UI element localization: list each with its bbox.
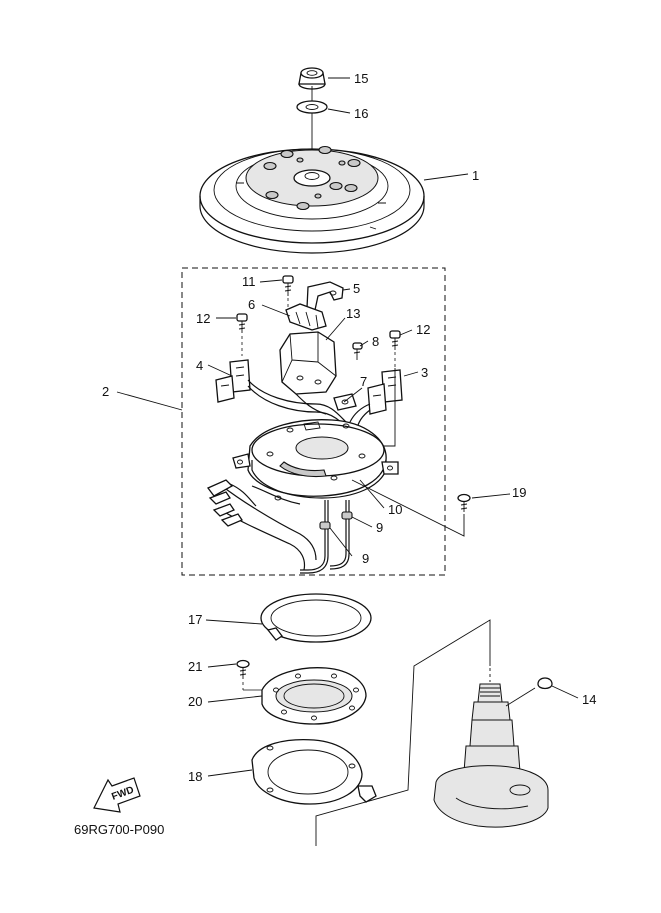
callout-4: 4 — [196, 358, 203, 373]
callout-7: 7 — [360, 374, 367, 389]
part-8-screw — [352, 342, 363, 360]
leader-lines — [116, 77, 579, 777]
callout-8: 8 — [372, 334, 379, 349]
part-19-bolt — [457, 493, 471, 512]
part-9-grommets-and-leads — [206, 479, 353, 574]
callout-19: 19 — [512, 485, 526, 500]
callout-20: 20 — [188, 694, 202, 709]
part-11-bolt — [282, 275, 294, 296]
callout-13: 13 — [346, 306, 360, 321]
assembly-fold-line — [315, 619, 491, 846]
part-20-plate — [261, 667, 367, 725]
stator-assembly-box — [181, 267, 446, 576]
callout-10: 10 — [388, 502, 402, 517]
part-21-screw — [236, 659, 250, 679]
part-7-clip — [333, 393, 357, 411]
part-12-bolt-right — [389, 330, 401, 350]
diagram-code: 69RG700-P090 — [74, 822, 164, 837]
stator-base-plate — [232, 419, 399, 501]
part-14-woodruff-key — [537, 677, 553, 690]
part-17-ring — [260, 593, 372, 643]
callout-2: 2 — [102, 384, 109, 399]
fwd-arrow-icon: FWD — [93, 777, 141, 813]
callout-6: 6 — [248, 297, 255, 312]
part-15-flange-nut — [298, 67, 326, 90]
part-5-clamp — [306, 281, 344, 311]
callout-16: 16 — [354, 106, 368, 121]
callout-12a: 12 — [196, 311, 210, 326]
part-13-pulser-coil — [279, 331, 337, 395]
callout-1: 1 — [472, 168, 479, 183]
callout-9a: 9 — [376, 520, 383, 535]
callout-3: 3 — [421, 365, 428, 380]
callout-18: 18 — [188, 769, 202, 784]
callout-11: 11 — [242, 274, 256, 289]
callout-17: 17 — [188, 612, 202, 627]
callout-15: 15 — [354, 71, 368, 86]
part-18-gasket — [251, 738, 377, 805]
callout-21: 21 — [188, 659, 202, 674]
part-12-bolt-left — [236, 313, 248, 333]
part-1-flywheel-rotor — [199, 145, 425, 254]
leader-19-path — [351, 479, 465, 537]
callout-14: 14 — [582, 692, 596, 707]
callout-5: 5 — [353, 281, 360, 296]
callout-12b: 12 — [416, 322, 430, 337]
part-6-bracket — [285, 303, 327, 331]
part-4-connector — [215, 359, 251, 403]
part-16-washer — [296, 100, 328, 114]
callout-9b: 9 — [362, 551, 369, 566]
crankshaft — [433, 683, 549, 828]
callout-labels: 15 16 1 2 3 4 5 6 7 8 9 9 10 11 12 12 13… — [102, 71, 596, 784]
part-3-connector — [367, 369, 403, 415]
